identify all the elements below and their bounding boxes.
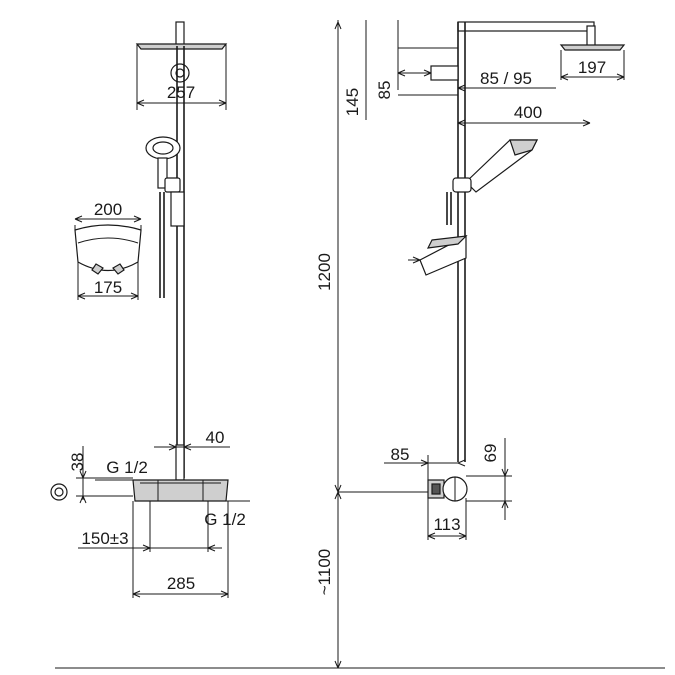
dim-column-height-group: 1200: [315, 21, 342, 492]
side-view: 197 85 85 / 95 145: [315, 20, 626, 669]
front-thermostat-mixer: 40 38 G 1/2 G 1/2 150±3 285: [50, 428, 250, 598]
dim-bracket-width: 200: [94, 200, 122, 219]
front-shelf-bracket: 200 175: [74, 200, 142, 300]
dim-bracket-inner-width: 175: [94, 278, 122, 297]
inlet-left-label: G 1/2: [106, 458, 148, 477]
front-view: 257 20: [50, 21, 250, 598]
front-hand-shower: [145, 136, 185, 298]
dim-connection-spacing: 150±3: [81, 529, 128, 548]
dim-column-height: 1200: [315, 253, 334, 291]
dim-front-head-width: 257: [167, 83, 195, 102]
dim-arm-offset: 85: [375, 81, 394, 100]
side-hand-shower: [446, 139, 538, 225]
side-shelf-tray: [408, 235, 468, 276]
inlet-right-label: G 1/2: [204, 510, 246, 529]
dim-arm-length: 400: [514, 103, 542, 122]
dim-side-head-width: 197: [578, 58, 606, 77]
dim-valve-offset: 85: [391, 445, 410, 464]
side-thermostat-valve: 85 69 113: [334, 438, 512, 540]
front-overhead-shower: 257: [135, 21, 228, 110]
dim-floor-height-group: ~1100: [315, 492, 342, 669]
dim-mixer-projection: 40: [206, 428, 225, 447]
dim-mixer-width: 285: [167, 574, 195, 593]
front-riser-column: [176, 46, 185, 478]
dim-valve-depth: 113: [433, 515, 460, 534]
side-overhead-shower: 197: [457, 21, 626, 81]
dim-valve-height: 69: [481, 444, 500, 463]
dim-mixer-height: 38: [68, 453, 87, 472]
side-wall-bracket: 85 85 / 95 145 400: [343, 20, 591, 127]
dim-head-depth: 85 / 95: [480, 69, 532, 88]
dim-floor-height: ~1100: [315, 549, 334, 595]
dim-head-drop: 145: [343, 88, 362, 116]
